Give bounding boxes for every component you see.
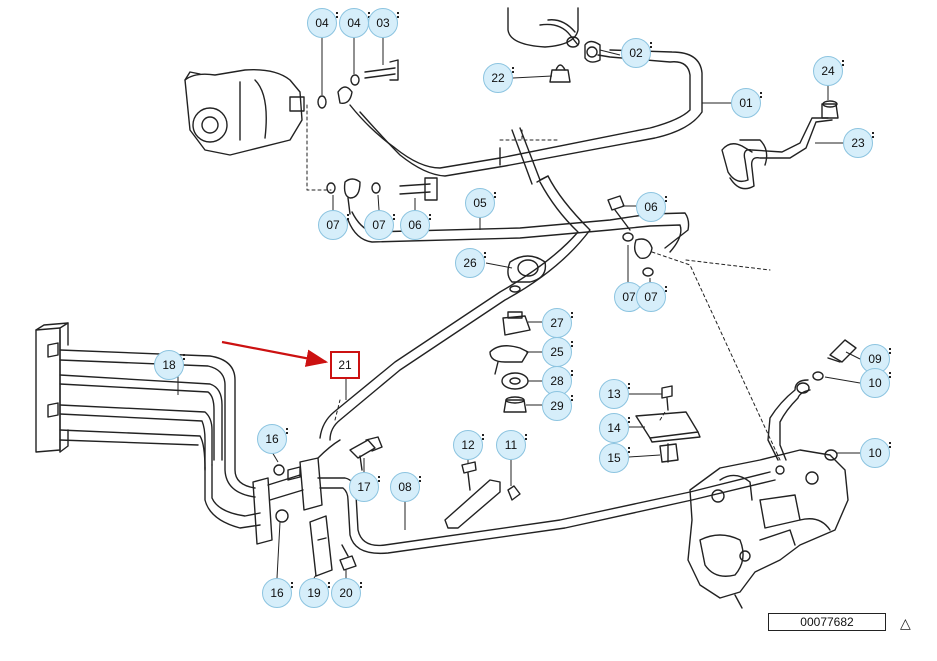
callout-05[interactable]: 05: [465, 188, 496, 218]
callout-25[interactable]: 25: [542, 337, 573, 367]
callout-06-b[interactable]: 06: [636, 192, 667, 222]
fittings-06-07-right: [607, 195, 654, 277]
callout-08[interactable]: 08: [390, 472, 421, 502]
callout-29[interactable]: 29: [542, 391, 573, 421]
callout-15[interactable]: 15: [599, 443, 630, 473]
callout-21-highlighted[interactable]: 21: [330, 351, 360, 379]
reservoir-drawing: [507, 7, 580, 48]
callout-10-b[interactable]: 10: [860, 438, 891, 468]
callout-10[interactable]: 10: [860, 368, 891, 398]
callout-04-b[interactable]: 04: [339, 8, 370, 38]
cooler-bracket: [252, 439, 341, 545]
callout-19[interactable]: 19: [299, 578, 330, 608]
callout-11[interactable]: 11: [496, 430, 527, 460]
callout-07-b[interactable]: 07: [364, 210, 395, 240]
callout-07[interactable]: 07: [318, 210, 349, 240]
callout-01[interactable]: 01: [731, 88, 762, 118]
return-hose-05: [347, 197, 690, 253]
callout-16-b[interactable]: 16: [262, 578, 293, 608]
pipe-09-10: [767, 339, 857, 461]
clip-19-screw-20: [309, 515, 357, 577]
pump-fittings: [317, 59, 438, 201]
document-number-box: 00077682: [768, 613, 886, 631]
oil-cooler-18: [35, 322, 261, 529]
callout-23[interactable]: 23: [843, 128, 874, 158]
callout-02[interactable]: 02: [621, 38, 652, 68]
callout-04[interactable]: 04: [307, 8, 338, 38]
callout-22[interactable]: 22: [483, 63, 514, 93]
parts-13-14-15: [635, 385, 701, 463]
steering-gear: [687, 449, 849, 609]
callout-leaders: [177, 37, 861, 579]
callout-20[interactable]: 20: [331, 578, 362, 608]
callout-06[interactable]: 06: [400, 210, 431, 240]
pressure-hose-upper: [349, 49, 703, 177]
callout-26[interactable]: 26: [455, 248, 486, 278]
pump-drawing: [184, 69, 305, 156]
clamp-22: [549, 64, 571, 83]
callout-03[interactable]: 03: [368, 8, 399, 38]
callout-16[interactable]: 16: [257, 424, 288, 454]
mount-parts-25-29: [489, 311, 531, 413]
callout-12[interactable]: 12: [453, 430, 484, 460]
callout-07-d[interactable]: 07: [636, 282, 667, 312]
callout-18[interactable]: 18: [154, 350, 185, 380]
clip-26: [507, 255, 547, 293]
warning-triangle-icon: △: [900, 615, 911, 631]
hose-clamp-02: [584, 40, 601, 63]
callout-24[interactable]: 24: [813, 56, 844, 86]
highlight-arrow: [221, 340, 329, 367]
bracket-23-24: [721, 100, 839, 190]
bolt-17: [349, 436, 383, 471]
hose-08: [317, 471, 776, 555]
callout-27[interactable]: 27: [542, 308, 573, 338]
callout-17[interactable]: 17: [349, 472, 380, 502]
bracket-11-12: [444, 461, 521, 529]
callout-14[interactable]: 14: [599, 413, 630, 443]
callout-13[interactable]: 13: [599, 379, 630, 409]
